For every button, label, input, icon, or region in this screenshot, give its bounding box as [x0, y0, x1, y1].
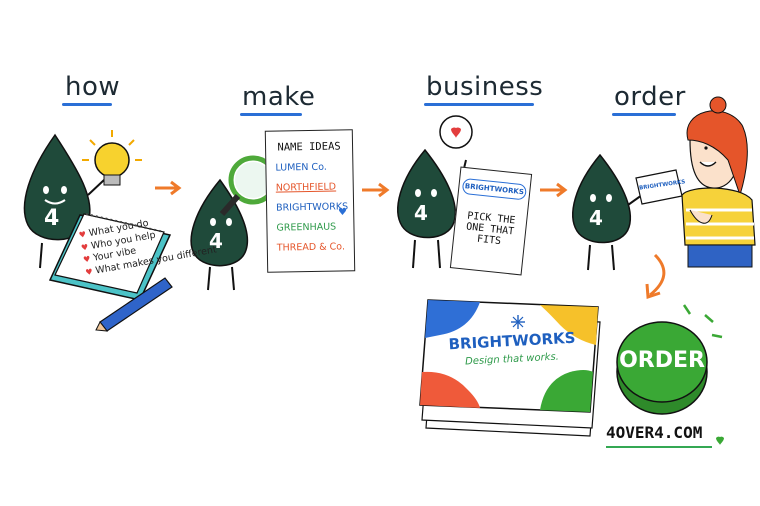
name-idea: NORTHFIELD: [275, 181, 337, 194]
stage-underline: [240, 113, 302, 116]
mascot-number: 4: [589, 206, 603, 230]
stage-title-make: make: [242, 82, 316, 112]
name-idea: THREAD & Co.: [276, 241, 346, 254]
lightbulb-icon: [82, 130, 142, 186]
order-button-graphic: [616, 304, 723, 415]
website-link[interactable]: 4OVER4.COM: [606, 423, 703, 442]
stage-title-order: order: [614, 82, 686, 112]
stage-underline: [612, 113, 676, 116]
pencil-icon: [95, 277, 173, 332]
stage-title-business: business: [426, 72, 544, 102]
name-ideas-title: NAME IDEAS: [277, 140, 341, 154]
order-button[interactable]: ORDER: [619, 348, 705, 373]
sparkle-logo-icon: [511, 315, 525, 329]
stage-underline: [62, 103, 112, 106]
pick-card: BRIGHTWORKS PICK THE ONE THAT FITS: [449, 166, 533, 276]
mascot-order: [572, 153, 643, 271]
stage-title-how: how: [65, 72, 121, 102]
magnifier-icon: [219, 155, 278, 216]
name-idea: LUMEN Co.: [275, 161, 327, 174]
heart-icon: ♥: [338, 207, 347, 218]
name-idea: GREENHAUS: [276, 221, 337, 234]
mascot-number: 4: [44, 206, 59, 231]
name-ideas-card: NAME IDEAS LUMEN Co. NORTHFIELD BRIGHTWO…: [264, 129, 356, 273]
heart-icon: [716, 436, 724, 445]
chosen-name: BRIGHTWORKS: [461, 177, 528, 201]
business-card-stack: [419, 299, 601, 437]
stage-underline: [424, 103, 534, 106]
speech-bubble-heart-icon: [439, 115, 473, 149]
woman-character: [681, 96, 756, 268]
website-underline: [606, 446, 712, 448]
mascot-number: 4: [414, 201, 428, 225]
arrow-curve-icon: [649, 253, 666, 297]
